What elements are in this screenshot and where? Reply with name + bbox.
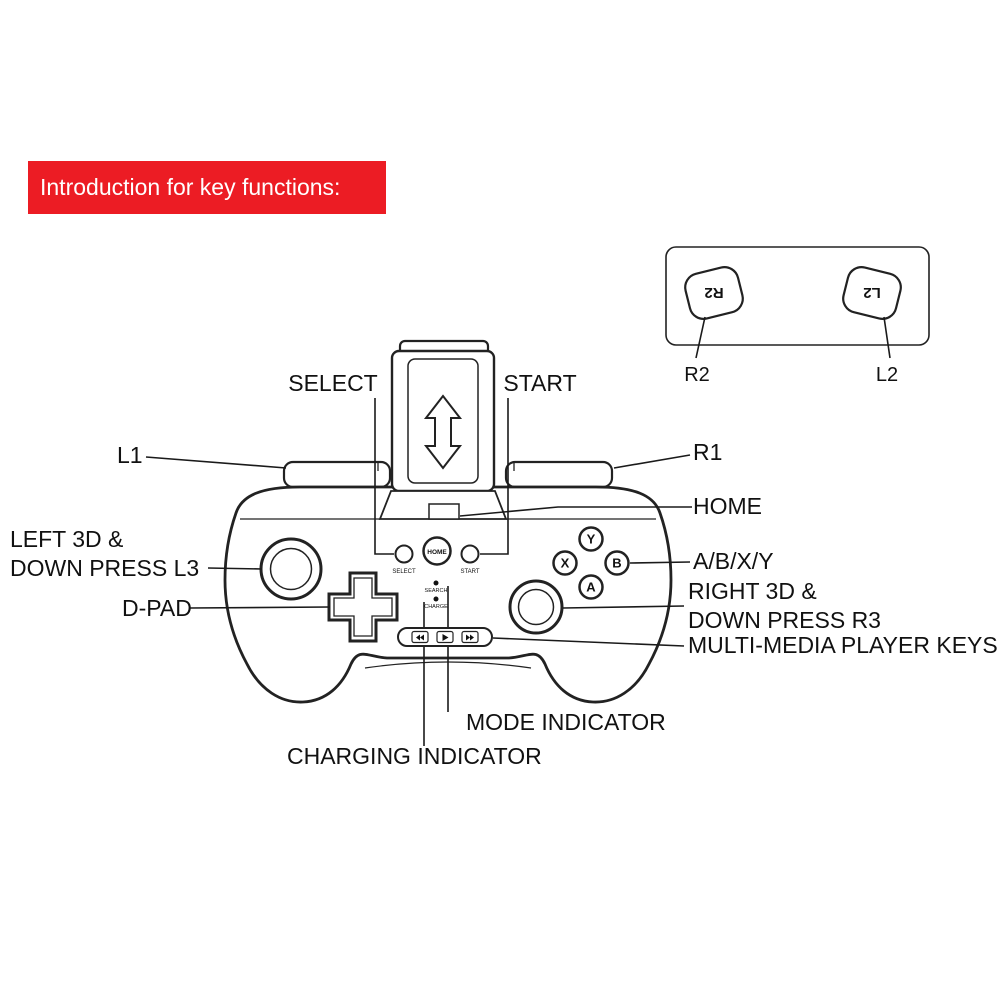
multimedia-key-bar: [397, 627, 493, 647]
l2-lead-line: [883, 316, 891, 359]
x-button: [552, 550, 578, 576]
play-icon: [442, 634, 449, 641]
b-button-label: B: [612, 556, 621, 571]
search-mode-led: SEARCH: [425, 580, 448, 594]
home-button-label: HOME: [427, 549, 447, 556]
dpad-callout: D-PAD: [122, 595, 192, 621]
prev-key: [411, 630, 429, 644]
r2-trigger-text: R2: [704, 284, 723, 301]
r2-label: R2: [684, 364, 710, 386]
left-stick-callout-line1: LEFT 3D &: [10, 526, 123, 552]
abxy-buttons: Y X B A: [552, 526, 630, 600]
l2-trigger: [842, 266, 902, 320]
extend-arrow-icon: [423, 394, 463, 470]
left-analog-stick: [259, 537, 323, 601]
a-button: [578, 574, 604, 600]
start-lead-line: [480, 398, 509, 555]
r2-lead-line: [695, 316, 706, 359]
left-stick-lead-line: [207, 567, 263, 570]
r2-trigger: [684, 266, 744, 320]
select-lead-line: [374, 398, 394, 555]
clamp-base-latch: [428, 503, 460, 520]
right-stick-lead-line: [562, 605, 685, 609]
home-callout: HOME: [693, 493, 762, 519]
charge-led-label: CHARGE: [424, 604, 448, 610]
r1-lead-line: [613, 454, 691, 469]
right-analog-stick: [508, 579, 564, 635]
title-banner: Introduction for key functions:: [28, 161, 386, 214]
page-title: Introduction for key functions:: [40, 174, 341, 200]
r1-shoulder-button: [504, 460, 614, 489]
y-button: [578, 526, 604, 552]
phone-holder-clamp: [390, 339, 496, 493]
search-led-label: SEARCH: [425, 588, 448, 594]
play-key: [436, 630, 454, 644]
home-button: HOME: [422, 536, 452, 566]
l1-callout: L1: [117, 442, 143, 468]
prev-icon: [420, 634, 424, 641]
r1-callout: R1: [693, 439, 722, 465]
dpad-lead-line: [189, 606, 331, 609]
l1-shoulder-button: [282, 460, 392, 489]
home-lead-line: [459, 506, 692, 517]
abxy-callout: A/B/X/Y: [693, 548, 774, 574]
charging-indicator-callout: CHARGING INDICATOR: [287, 743, 542, 769]
trigger-inset-box: R2 L2 R2 L2: [665, 246, 930, 386]
b-button: [604, 550, 630, 576]
right-stick-callout-line1: RIGHT 3D &: [688, 578, 817, 604]
multimedia-lead-line: [492, 637, 685, 647]
start-button: START: [460, 544, 480, 575]
next-key: [461, 630, 479, 644]
a-button-label: A: [586, 580, 596, 595]
x-button-label: X: [561, 556, 570, 571]
abxy-lead-line: [629, 561, 691, 564]
select-callout: SELECT: [288, 370, 377, 396]
next-icon: [466, 634, 470, 641]
charge-led: CHARGE: [424, 596, 448, 610]
d-pad: [327, 571, 399, 643]
left-stick-callout-line2: DOWN PRESS L3: [10, 555, 199, 581]
multimedia-callout: MULTI-MEDIA PLAYER KEYS: [688, 632, 998, 658]
l1-lead-line: [145, 456, 287, 469]
mode-indicator-callout: MODE INDICATOR: [466, 709, 666, 735]
l2-label: L2: [876, 364, 898, 386]
start-callout: START: [503, 370, 576, 396]
select-button-label: SELECT: [392, 569, 416, 575]
start-button-label: START: [460, 569, 479, 575]
l2-trigger-text: L2: [863, 284, 881, 301]
select-button: SELECT: [392, 544, 416, 575]
y-button-label: Y: [587, 532, 596, 547]
right-stick-callout-line2: DOWN PRESS R3: [688, 607, 881, 633]
